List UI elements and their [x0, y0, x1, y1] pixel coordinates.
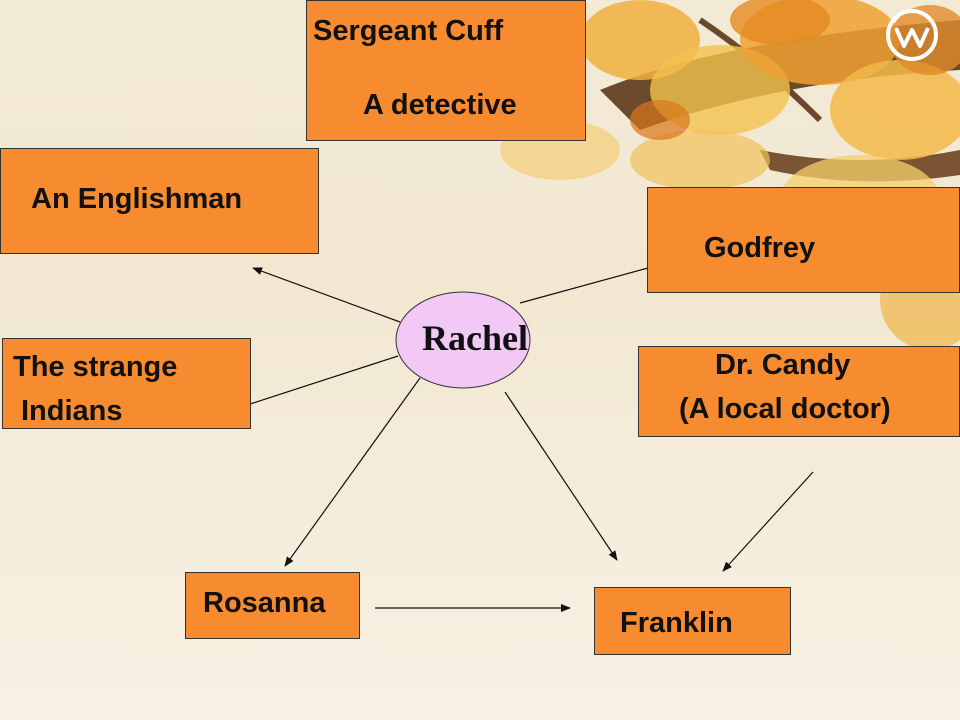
node-franklin: Franklin: [594, 587, 791, 655]
emblem-icon: [886, 9, 938, 61]
arrow-rachel-to-rosanna: [284, 377, 421, 567]
node-englishman: An Englishman: [0, 148, 319, 254]
node-franklin-label: Franklin: [620, 607, 733, 639]
arrow-candy-to-franklin: [722, 471, 814, 572]
node-candy-role: (A local doctor): [679, 393, 891, 425]
center-node-shape: [395, 291, 531, 389]
node-sergeant-cuff: Sergeant Cuff A detective: [306, 0, 586, 141]
connectors: [249, 267, 814, 612]
node-rosanna-label: Rosanna: [203, 587, 326, 619]
arrow-rachel-to-englishman: [252, 267, 401, 323]
node-godfrey: Godfrey: [647, 187, 960, 293]
node-indians-line1: The strange: [13, 351, 178, 383]
node-sergeant-cuff-role: A detective: [363, 89, 517, 121]
node-godfrey-label: Godfrey: [704, 232, 816, 264]
line-rachel-to-godfrey: [519, 267, 649, 304]
node-candy: Dr. Candy (A local doctor): [638, 346, 960, 437]
node-indians-line2: Indians: [21, 395, 123, 427]
node-candy-name: Dr. Candy: [715, 349, 851, 381]
arrow-rachel-to-franklin: [504, 391, 618, 561]
node-indians: The strange Indians: [2, 338, 251, 429]
center-node-label: Rachel: [422, 318, 528, 358]
node-englishman-label: An Englishman: [31, 183, 243, 215]
node-sergeant-cuff-name: Sergeant Cuff: [313, 15, 504, 47]
line-rachel-to-indians: [249, 355, 399, 405]
node-rosanna: Rosanna: [185, 572, 360, 639]
